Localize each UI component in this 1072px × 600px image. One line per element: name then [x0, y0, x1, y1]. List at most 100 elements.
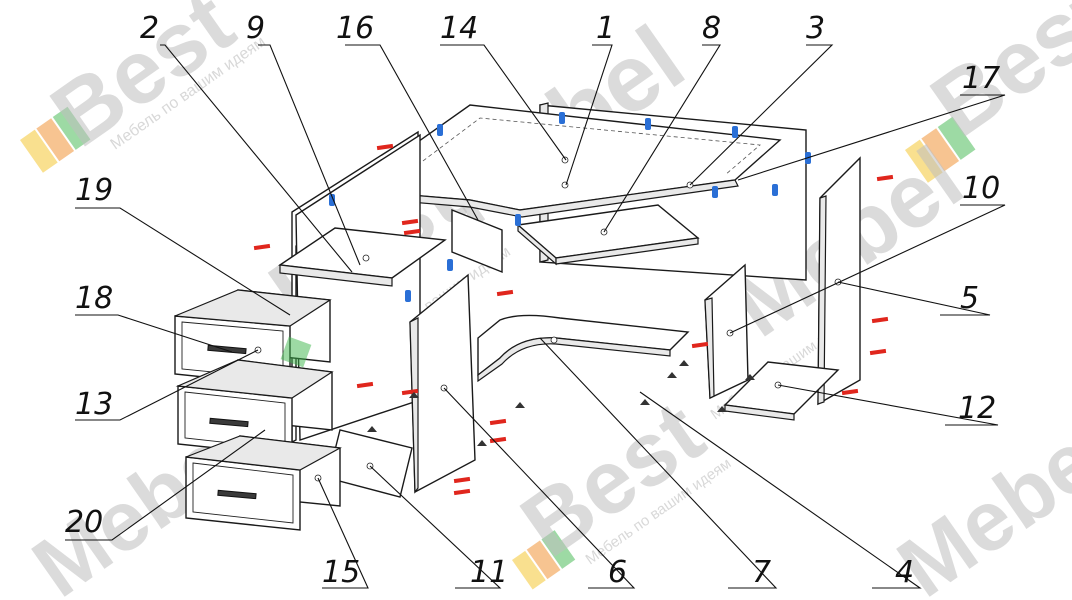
watermark-logo-top-left [20, 106, 91, 173]
shelf-support-icon [515, 402, 525, 408]
part-side-panel-right-front [704, 263, 749, 400]
logo-bar-green [52, 106, 91, 150]
confirmat-screw-icon [691, 341, 709, 349]
callout-14: 14 [440, 11, 478, 46]
cam-fitting-icon [447, 259, 453, 271]
callout-16: 16 [336, 11, 374, 46]
leader-20 [65, 429, 266, 541]
cam-fitting-icon [515, 214, 521, 226]
logo-bar-yellow [905, 139, 943, 183]
leader-7 [539, 337, 778, 589]
shelf-support-icon [717, 406, 727, 412]
leader-lines [65, 44, 1006, 589]
leader-18 [75, 314, 233, 353]
logo-bar-yellow [20, 129, 58, 173]
callout-6: 6 [608, 555, 627, 590]
logo-bar-yellow [512, 550, 546, 590]
confirmat-screw-icon [453, 476, 471, 484]
confirmat-screw-icon [453, 488, 471, 496]
leader-16 [345, 44, 479, 221]
confirmat-screw-icon [401, 388, 419, 396]
confirmat-screw-icon [496, 289, 514, 297]
confirmat-screw-icon [876, 174, 894, 182]
shelf-support-icon [477, 440, 487, 446]
leader-17 [737, 94, 1006, 181]
callout-13: 13 [75, 387, 113, 422]
confirmat-screw-icon [356, 381, 374, 389]
part-side-panel-right-rear [817, 156, 861, 406]
leader-19 [75, 207, 291, 316]
leader-6 [443, 387, 636, 589]
cam-fitting-icon [732, 126, 738, 138]
shelf-support-icon [640, 399, 650, 405]
shelf-support-icon [367, 426, 377, 432]
leader-11 [369, 465, 502, 589]
callout-15: 15 [322, 555, 360, 590]
leader-5 [837, 281, 991, 316]
confirmat-screw-icon [489, 418, 507, 426]
logo-bar-orange [526, 540, 561, 580]
watermark-logo-top-right [905, 116, 976, 183]
shelf-support-icon [745, 374, 755, 380]
watermark-layer: Best Мебель по вашим идеям Best Best Meb… [16, 0, 1072, 600]
parts-layer [174, 102, 861, 531]
callout-5: 5 [960, 281, 979, 316]
part-drawer-bottom [185, 435, 342, 531]
cam-fitting-icon [559, 112, 565, 124]
leader-13 [75, 349, 259, 421]
confirmat-screw-icon [376, 143, 394, 151]
part-pedestal-inner-panel [409, 273, 476, 494]
confirmat-screw-icon [841, 388, 859, 396]
cam-fitting-icon [405, 290, 411, 302]
shelf-support-icon [667, 372, 677, 378]
confirmat-screw-icon [871, 316, 889, 324]
callout-labels: 2 9 16 14 1 8 3 17 19 10 18 5 13 12 20 1… [65, 11, 1000, 590]
watermark-logo-bottom [512, 530, 576, 590]
confirmat-screw-icon [401, 218, 419, 226]
callout-7: 7 [752, 555, 771, 590]
leader-10 [729, 204, 1006, 334]
callout-2: 2 [140, 11, 159, 46]
fasteners-layer [253, 112, 894, 496]
callout-12: 12 [958, 391, 996, 426]
logo-bar-orange [36, 118, 75, 162]
leader-9 [258, 44, 361, 266]
part-shelf-upper [516, 204, 700, 266]
cam-fitting-icon [645, 118, 651, 130]
part-side-panel-left-small [451, 208, 503, 274]
leader-14 [440, 44, 567, 161]
confirmat-screw-icon [403, 228, 421, 236]
callout-19: 19 [75, 173, 113, 208]
cam-fitting-icon [772, 184, 778, 196]
part-shelf-pedestal-top [278, 227, 447, 287]
callout-20: 20 [65, 505, 103, 540]
cam-fitting-icon [712, 186, 718, 198]
leader-2 [160, 44, 353, 273]
cam-fitting-icon [329, 194, 335, 206]
confirmat-screw-icon [489, 436, 507, 444]
callout-8: 8 [702, 11, 721, 46]
callout-3: 3 [806, 11, 825, 46]
part-curved-shelf [477, 314, 690, 383]
logo-bar-green [937, 116, 976, 160]
callout-9: 9 [246, 11, 265, 46]
callout-18: 18 [75, 281, 113, 316]
callout-11: 11 [470, 555, 508, 590]
leader-15 [317, 477, 369, 589]
callout-4: 4 [895, 555, 914, 590]
part-right-plinth [723, 361, 840, 421]
leader-3 [689, 44, 834, 186]
leader-1 [565, 44, 613, 186]
shelf-support-icon [409, 392, 419, 398]
callout-1: 1 [596, 11, 615, 46]
confirmat-screw-icon [869, 348, 887, 356]
callout-17: 17 [962, 61, 1000, 96]
green-mark [280, 336, 312, 368]
shelf-support-icon [679, 360, 689, 366]
leader-8 [603, 44, 721, 233]
leader-4 [639, 391, 922, 589]
logo-bar-orange [921, 128, 960, 172]
logo-bar-green [541, 530, 576, 569]
confirmat-screw-icon [253, 243, 271, 251]
